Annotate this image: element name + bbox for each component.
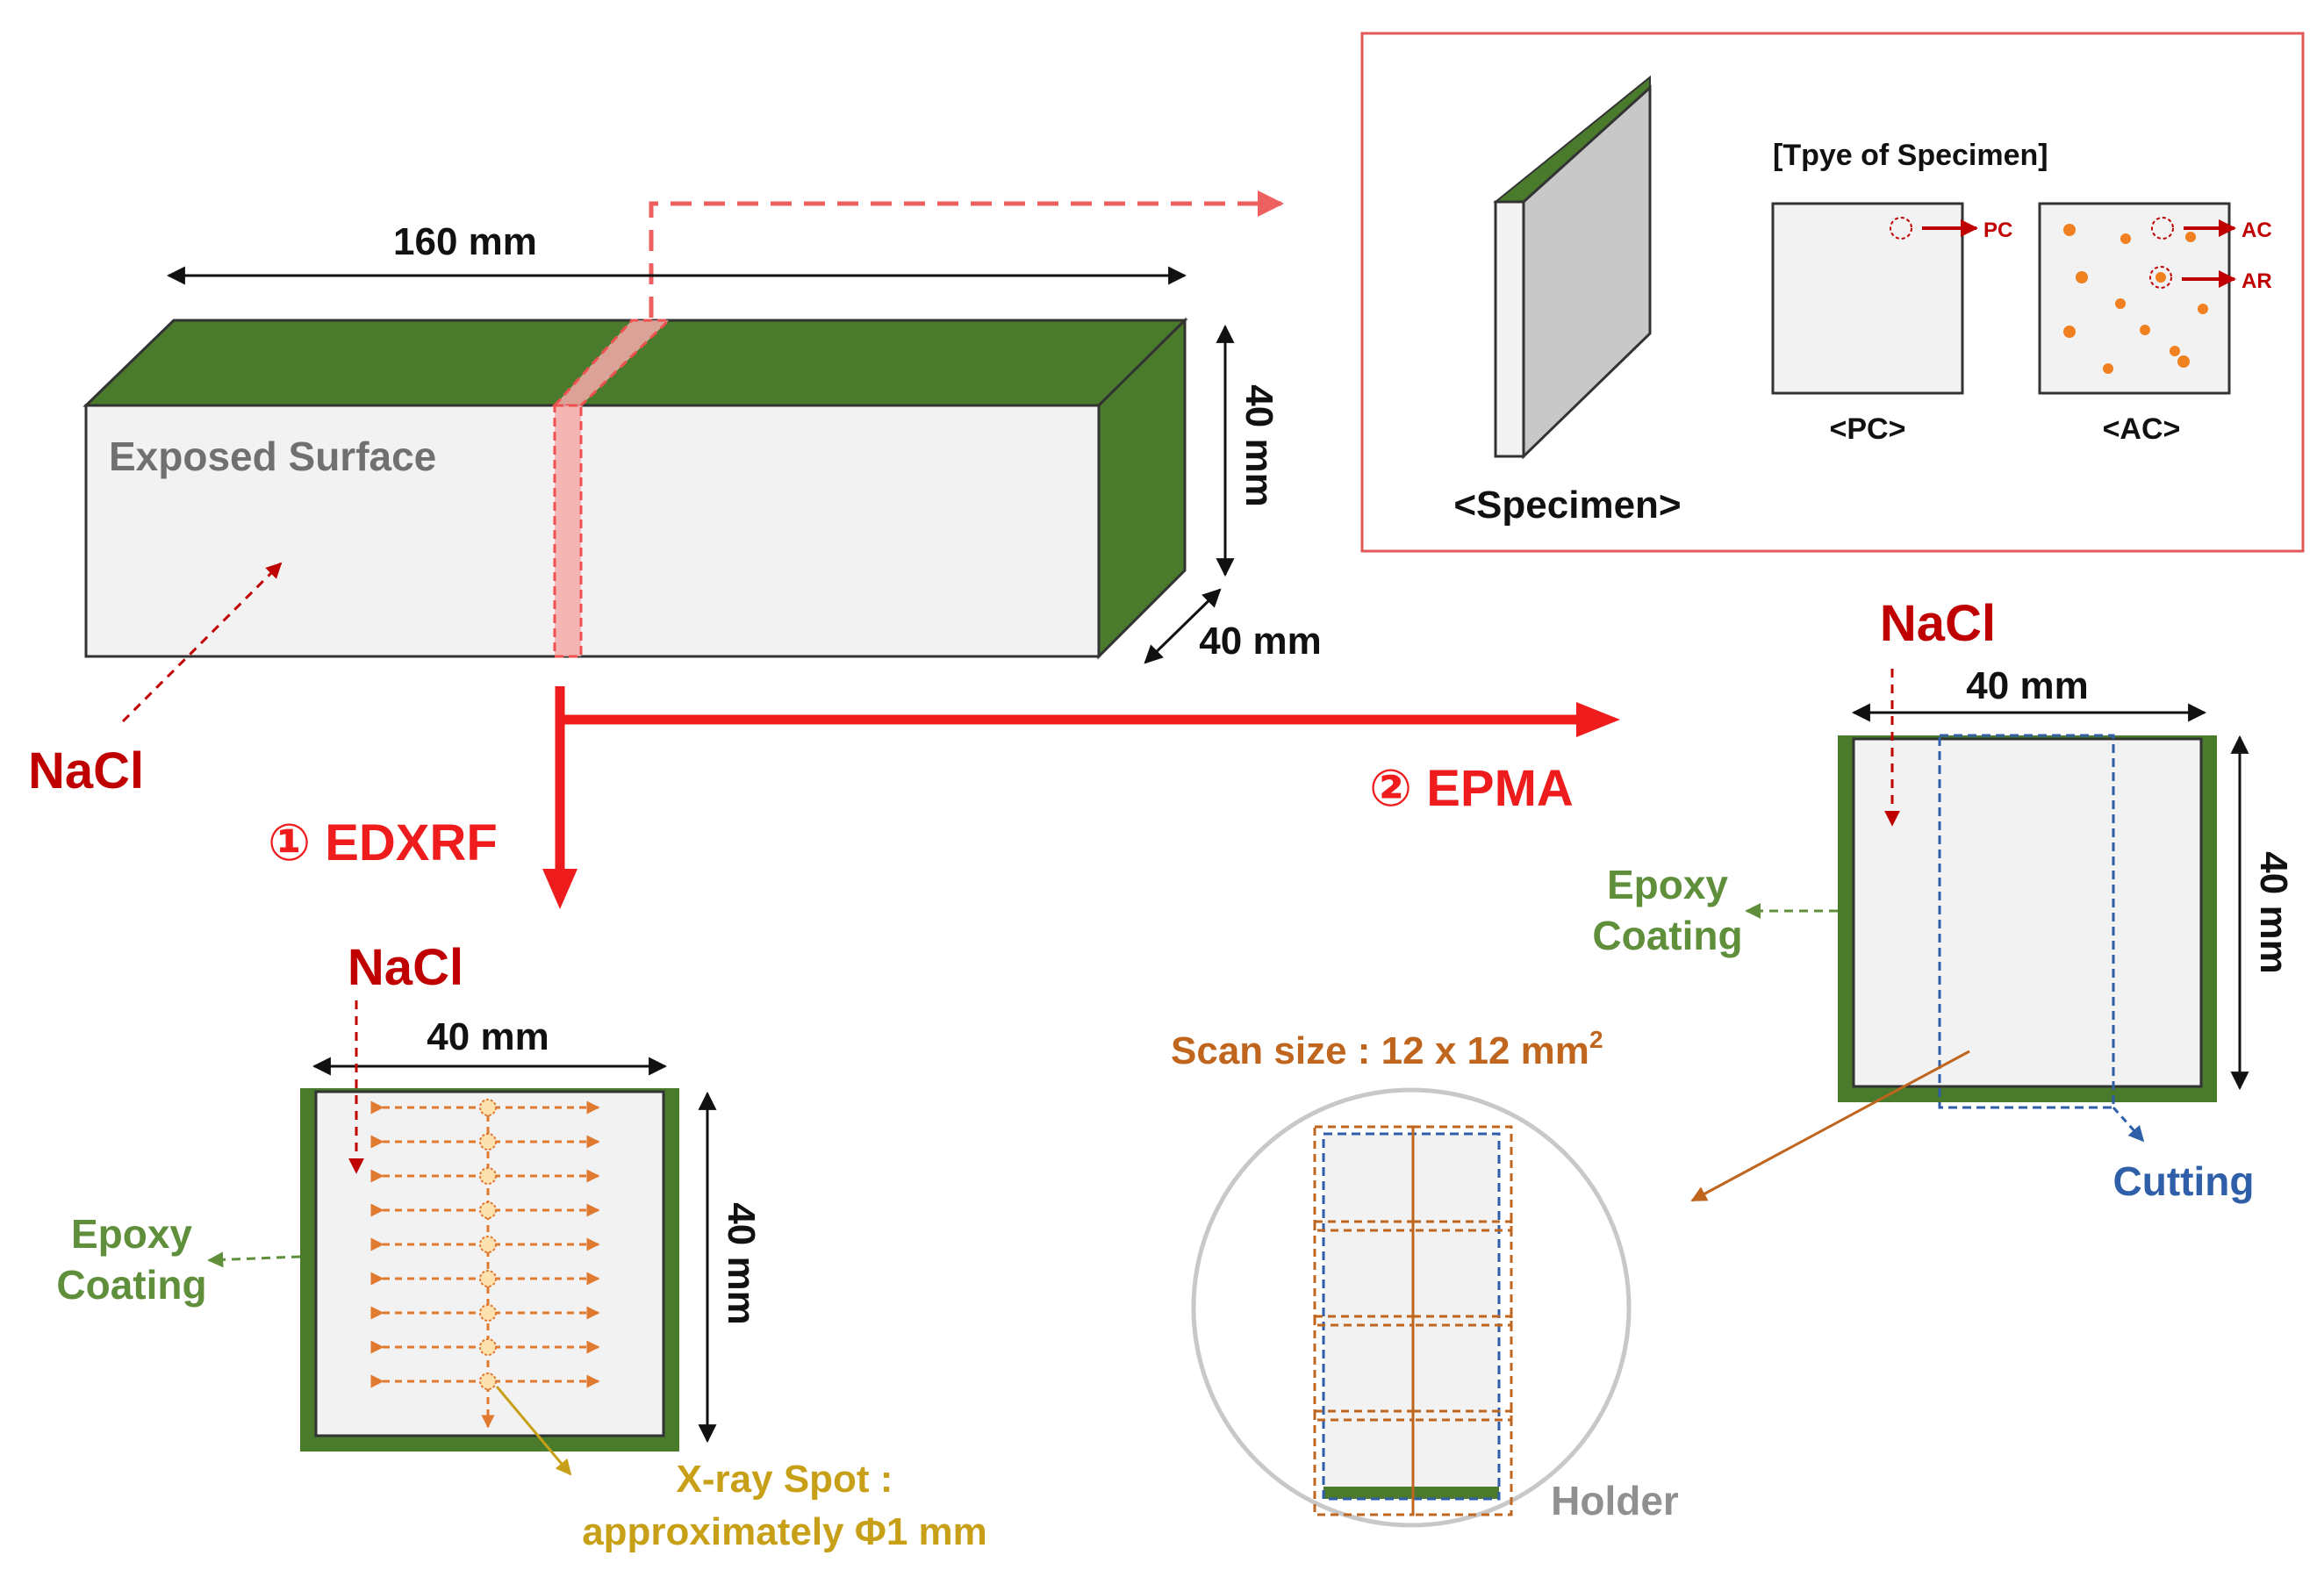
epma-title: ② EPMA <box>1369 760 1574 817</box>
scan-size-label: Scan size : 12 x 12 mm2 <box>1171 1026 1603 1072</box>
specimen-slab-front <box>1494 200 1525 458</box>
xray-spot <box>479 1270 497 1287</box>
scan-tile <box>1411 1409 1513 1516</box>
slice-to-inset-arrow <box>649 190 1284 318</box>
cutting-label: Cutting <box>2113 1158 2255 1204</box>
slice-front-highlight <box>553 404 583 658</box>
aggregate-dots <box>2063 224 2208 374</box>
pc-square <box>1771 202 1964 395</box>
aggregate-dot <box>2170 346 2180 356</box>
specimen-label: <Specimen> <box>1453 484 1681 527</box>
epma-epoxy-line1: Epoxy <box>1607 862 1728 907</box>
prism: 160 mm 40 mm 40 mm Exposed Surface NaCl <box>28 190 1322 799</box>
ar-dot <box>2155 272 2166 283</box>
edxrf-epoxy-arrow <box>207 1251 301 1268</box>
depth-dimension-line <box>1144 588 1222 664</box>
cutting-pointer <box>2112 1106 2145 1143</box>
height-label: 40 mm <box>1237 384 1280 506</box>
xray-spot <box>479 1236 497 1253</box>
scan-tile <box>1411 1220 1513 1327</box>
aggregate-dot <box>2120 233 2131 244</box>
epma-scan-tiles <box>1313 1125 1513 1516</box>
pc-marker-label: PC <box>1983 219 2012 242</box>
edxrf-epoxy-line1: Epoxy <box>71 1211 192 1257</box>
xray-spot <box>479 1133 497 1150</box>
xray-spot <box>479 1373 497 1390</box>
aggregate-dot <box>2140 325 2150 335</box>
edxrf-nacl-label: NaCl <box>348 939 463 996</box>
epma-panel: NaCl 40 mm 40 mm Epoxy Coating Cutting S… <box>1171 595 2295 1528</box>
scan-tile <box>1313 1125 1415 1232</box>
ac-marker-label: AC <box>2242 219 2272 242</box>
epma-height-label: 40 mm <box>2252 851 2295 973</box>
aggregate-dot <box>2177 355 2190 368</box>
aggregate-dot <box>2185 232 2196 242</box>
ar-detail-circle <box>2149 266 2172 289</box>
edxrf-width-label: 40 mm <box>427 1015 549 1058</box>
xray-spot-line2: approximately Φ1 mm <box>582 1510 987 1553</box>
holder-sample-face <box>1323 1134 1499 1492</box>
edxrf-title: ① EDXRF <box>268 814 498 871</box>
scan-size-superscript: 2 <box>1589 1026 1603 1053</box>
scan-tile <box>1313 1315 1415 1422</box>
aggregate-dot <box>2103 363 2113 374</box>
scan-tile <box>1313 1409 1415 1516</box>
edxrf-height-label: 40 mm <box>720 1202 763 1324</box>
epma-specimen-face <box>1852 737 2203 1088</box>
ac-detail-circle <box>2151 217 2174 240</box>
ac-label: <AC> <box>2103 412 2181 446</box>
aggregate-dot <box>2063 326 2076 338</box>
xray-spot <box>479 1304 497 1322</box>
scan-tile <box>1411 1315 1513 1422</box>
xray-spot-pointer <box>495 1386 572 1476</box>
scan-tile <box>1313 1220 1415 1327</box>
xray-spot-line1: X-ray Spot : <box>677 1458 893 1501</box>
edxrf-panel: NaCl 40 mm 40 mm Epoxy Coating X-ray Spo… <box>56 939 986 1553</box>
prism-front-face <box>84 404 1101 658</box>
epma-cutting-region <box>1938 734 2115 1109</box>
length-label: 160 mm <box>393 220 537 263</box>
holder-label: Holder <box>1551 1478 1679 1523</box>
aggregate-dot <box>2076 271 2088 283</box>
xray-spot <box>479 1099 497 1116</box>
scan-tile <box>1411 1125 1513 1232</box>
ar-marker-label: AR <box>2242 269 2272 293</box>
specimen-type-inset: <Specimen> [Tpye of Specimen] PC <PC> AC… <box>1360 32 2305 553</box>
xray-spot <box>479 1338 497 1356</box>
aggregate-dot <box>2063 224 2076 236</box>
holder-sample-coating <box>1323 1487 1499 1499</box>
type-of-specimen-title: [Tpye of Specimen] <box>1773 139 2048 172</box>
flow-right-arrow-head <box>1576 702 1620 737</box>
xray-spot <box>479 1167 497 1185</box>
aggregate-dot <box>2198 304 2208 314</box>
epma-epoxy-line2: Coating <box>1592 913 1742 958</box>
scan-size-text: Scan size : 12 x 12 mm <box>1171 1029 1589 1072</box>
epma-width-label: 40 mm <box>1966 664 2088 707</box>
exposed-surface-label: Exposed Surface <box>109 434 436 479</box>
epma-zoom-pointer <box>1690 1050 1970 1202</box>
nacl-exposure-arrow <box>121 562 283 723</box>
epma-nacl-label: NaCl <box>1880 595 1996 652</box>
depth-label: 40 mm <box>1199 620 1321 663</box>
pc-label: <PC> <box>1830 412 1906 446</box>
flow-down-arrow-head <box>542 869 577 909</box>
aggregate-dot <box>2115 298 2126 309</box>
edxrf-scan-grid <box>370 1099 600 1429</box>
xray-spot <box>479 1201 497 1219</box>
prism-nacl-label: NaCl <box>28 742 144 799</box>
pc-detail-circle <box>1890 217 1912 240</box>
flow-arrows: ① EDXRF ② EPMA <box>268 686 1620 909</box>
edxrf-epoxy-line2: Coating <box>56 1262 206 1308</box>
